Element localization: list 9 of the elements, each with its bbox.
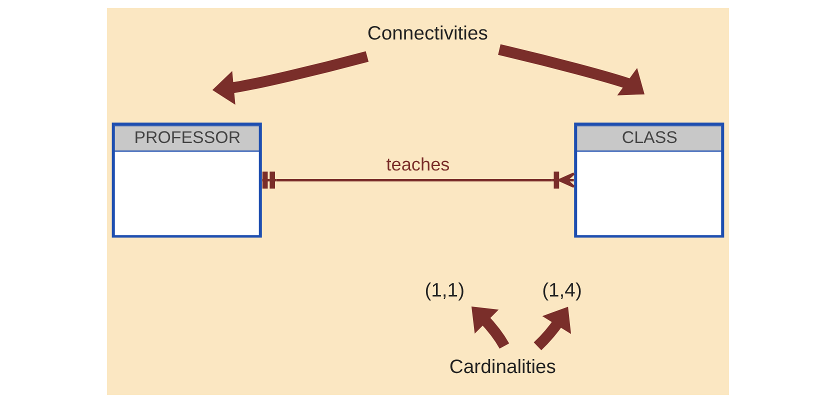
arrow — [498, 44, 644, 96]
edge-label: teaches — [386, 154, 450, 174]
node-text: (1,4) — [542, 280, 582, 302]
arrow — [470, 306, 509, 349]
node-text: (1,1) — [424, 280, 464, 302]
node-text: Cardinalities — [448, 356, 556, 378]
arrow — [533, 306, 571, 350]
node-text: Connectivities — [366, 22, 488, 44]
arrow — [212, 51, 368, 105]
